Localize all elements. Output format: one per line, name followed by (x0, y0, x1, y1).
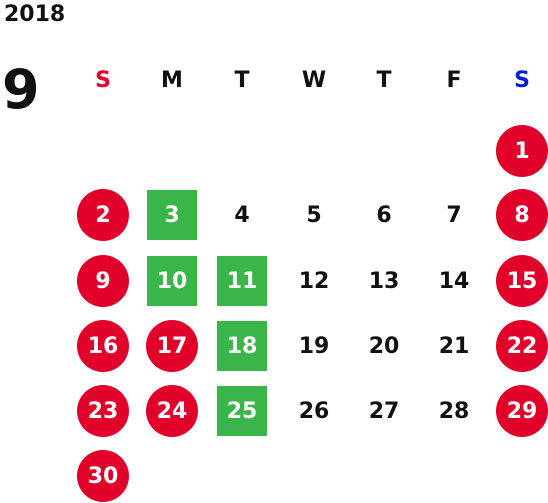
calendar-day[interactable]: 8 (496, 189, 548, 241)
weekday-label: W (301, 68, 327, 93)
calendar-day[interactable]: 11 (217, 256, 267, 306)
calendar-day[interactable]: 2 (77, 189, 129, 241)
calendar-day[interactable]: 14 (438, 268, 470, 294)
calendar-day[interactable]: 9 (77, 255, 129, 307)
calendar-day[interactable]: 5 (306, 202, 322, 228)
calendar-day[interactable]: 16 (77, 320, 129, 372)
calendar-day[interactable]: 29 (496, 385, 548, 437)
month-number: 9 (2, 58, 40, 121)
calendar-day[interactable]: 25 (217, 386, 267, 436)
calendar-day[interactable]: 6 (376, 202, 392, 228)
calendar-day[interactable]: 7 (446, 202, 462, 228)
calendar-day[interactable]: 23 (77, 385, 129, 437)
calendar-day[interactable]: 26 (298, 398, 330, 424)
year-label: 2018 (4, 2, 66, 27)
calendar-day[interactable]: 4 (234, 202, 250, 228)
weekday-label: F (446, 68, 462, 93)
calendar-day[interactable]: 30 (77, 450, 129, 502)
calendar-day[interactable]: 15 (496, 255, 548, 307)
weekday-label: T (234, 68, 250, 93)
calendar-day[interactable]: 13 (368, 268, 400, 294)
calendar-day[interactable]: 18 (217, 321, 267, 371)
weekday-label: S (514, 68, 530, 93)
calendar-day[interactable]: 27 (368, 398, 400, 424)
calendar-day[interactable]: 3 (147, 190, 197, 240)
calendar-day[interactable]: 12 (298, 268, 330, 294)
calendar-day[interactable]: 10 (147, 256, 197, 306)
calendar-day[interactable]: 17 (146, 320, 198, 372)
calendar-day[interactable]: 20 (368, 333, 400, 359)
calendar-day[interactable]: 22 (496, 320, 548, 372)
weekday-label: T (376, 68, 392, 93)
calendar-day[interactable]: 24 (146, 385, 198, 437)
calendar-day[interactable]: 19 (298, 333, 330, 359)
calendar-day[interactable]: 21 (438, 333, 470, 359)
weekday-label: S (95, 68, 111, 93)
calendar-day[interactable]: 28 (438, 398, 470, 424)
calendar-day[interactable]: 1 (496, 125, 548, 177)
weekday-label: M (161, 68, 183, 93)
